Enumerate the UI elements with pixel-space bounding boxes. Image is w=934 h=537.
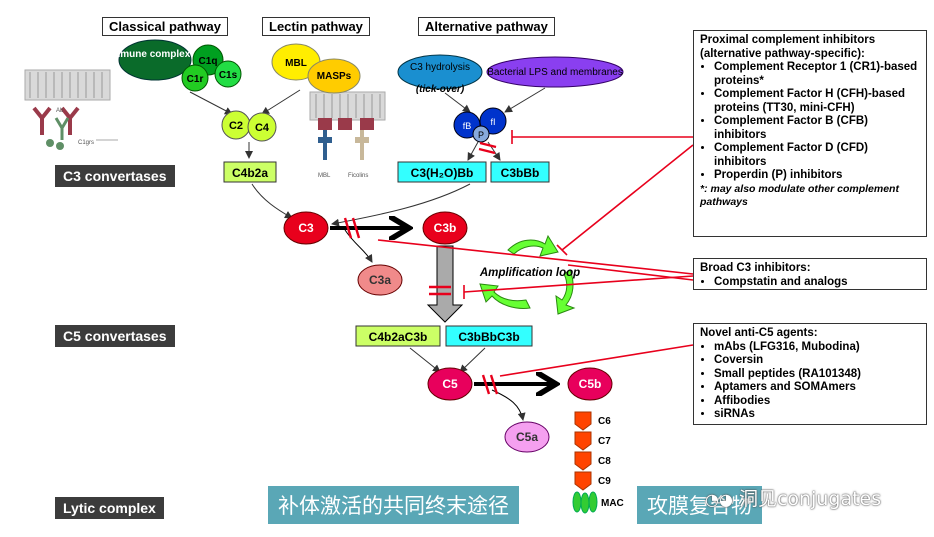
lectin-pathway-title: Lectin pathway — [262, 17, 370, 36]
c3-node — [283, 211, 329, 245]
fi-node — [479, 107, 507, 135]
amplification-loop-text: Amplification loop — [479, 267, 580, 279]
list-item: Small peptides (RA101348) — [714, 368, 920, 382]
classical-pathway-title: Classical pathway — [102, 17, 228, 36]
list-item: Coversin — [714, 354, 920, 368]
alternative-pathway-title: Alternative pathway — [418, 17, 555, 36]
fb-text: fB — [463, 121, 472, 131]
c5b-text: C5b — [579, 377, 602, 391]
terminal-components — [574, 411, 592, 491]
fi-text: fI — [490, 117, 495, 127]
c4b2a-text: C4b2a — [232, 166, 268, 180]
watermark: ◔◕ 洞见conjugates — [705, 484, 881, 511]
c5a-node — [504, 421, 550, 453]
mac-cn-banner: 攻膜复合物 — [637, 486, 762, 524]
common-terminal-banner: 补体激活的共同终末途径 — [268, 486, 519, 524]
bacterial-lps-text: Bacterial LPS and membranes — [487, 67, 623, 78]
c4b2ac3b-text: C4b2aC3b — [369, 330, 428, 344]
proximal-list: Complement Receptor 1 (CR1)-based protei… — [700, 61, 920, 183]
c3bbb-text: C3bBb — [501, 166, 540, 180]
list-item: Complement Factor H (CFH)-based proteins… — [714, 88, 920, 115]
mbl-text: MBL — [285, 58, 307, 69]
c1s-node — [214, 60, 242, 88]
list-item: Affibodies — [714, 395, 920, 409]
list-item: Aptamers and SOMAmers — [714, 381, 920, 395]
lytic-complex-label: Lytic complex — [55, 497, 164, 519]
novel-list: mAbs (LFG316, Mubodina) Coversin Small p… — [700, 341, 920, 422]
masps-node — [307, 58, 361, 94]
c3bbbc3b-text: C3bBbC3b — [458, 330, 519, 344]
c6-text: C6 — [598, 416, 611, 427]
c3b-down-arrow — [426, 245, 464, 323]
c3-convertases-label: C3 convertases — [55, 165, 175, 187]
c5-node — [427, 367, 473, 401]
c3-text: C3 — [298, 221, 314, 235]
c5-text: C5 — [442, 377, 458, 391]
properdin-text: P — [478, 130, 484, 140]
proximal-note: *: may also modulate other complement pa… — [700, 182, 899, 209]
c3-hydrolysis-text: C3 hydrolysis — [410, 62, 470, 73]
masps-text: MASPs — [317, 71, 352, 82]
c7-text: C7 — [598, 436, 611, 447]
tick-over-text: (tick-over) — [416, 84, 465, 95]
mac-icon — [572, 491, 598, 514]
c3b-node — [422, 211, 468, 245]
c1q-text: C1q — [199, 56, 218, 67]
c1grs-label: C1grs — [78, 140, 94, 146]
c3b-text: C3b — [434, 221, 457, 235]
mbl-small-label: MBL — [318, 173, 331, 179]
c8-text: C8 — [598, 456, 611, 467]
immune-complexes-text: Immune complexes — [109, 49, 202, 60]
block-marks — [343, 141, 499, 395]
mac-text: MAC — [601, 498, 624, 509]
c9-text: C9 — [598, 476, 611, 487]
c5b-node — [567, 367, 613, 401]
c3-hydrolysis-node — [397, 54, 483, 90]
wechat-icon: ◔◕ — [705, 490, 733, 509]
broad-list: Compstatin and analogs — [700, 276, 920, 290]
proximal-title: Proximal complement inhibitors (alternat… — [700, 34, 876, 60]
lectin-illustration: MBL Ficolins — [309, 91, 386, 179]
broad-c3-inhibitors-box: Broad C3 inhibitors: Compstatin and anal… — [693, 258, 927, 290]
ficolins-label: Ficolins — [348, 173, 368, 179]
list-item: Complement Factor B (CFB) inhibitors — [714, 115, 920, 142]
watermark-text: 洞见conjugates — [738, 488, 882, 510]
list-item: Complement Receptor 1 (CR1)-based protei… — [714, 61, 920, 88]
c1s-text: C1s — [219, 70, 238, 81]
novel-title: Novel anti-C5 agents: — [700, 327, 818, 339]
c3a-node — [357, 264, 403, 296]
c4-text: C4 — [255, 122, 270, 134]
proximal-inhibitors-box: Proximal complement inhibitors (alternat… — [693, 30, 927, 237]
c1r-node — [181, 64, 209, 92]
properdin-node — [472, 125, 490, 143]
novel-anti-c5-box: Novel anti-C5 agents: mAbs (LFG316, Mubo… — [693, 323, 927, 425]
antibody-illustration: Ab C1grs — [24, 69, 118, 150]
immune-complexes-node — [118, 39, 192, 81]
list-item: mAbs (LFG316, Mubodina) — [714, 341, 920, 355]
c2-text: C2 — [229, 120, 243, 132]
c3bbb-box — [490, 161, 550, 183]
list-item: siRNAs — [714, 408, 920, 422]
c3h2obb-text: C3(H₂O)Bb — [411, 166, 474, 180]
c4b2ac3b-box — [355, 325, 441, 347]
inhibition-lines — [377, 130, 694, 377]
c1r-text: C1r — [187, 74, 204, 85]
c5-convertases-label: C5 convertases — [55, 325, 175, 347]
list-item: Compstatin and analogs — [714, 276, 920, 290]
c5a-text: C5a — [516, 430, 538, 444]
list-item: Complement Factor D (CFD) inhibitors — [714, 142, 920, 169]
c3h2obb-box — [397, 161, 487, 183]
broad-title: Broad C3 inhibitors: — [700, 262, 811, 274]
c3a-text: C3a — [369, 273, 391, 287]
list-item: Properdin (P) inhibitors — [714, 169, 920, 183]
c4b2a-box — [223, 161, 277, 183]
c4-node — [247, 112, 277, 142]
ab-label: Ab — [56, 108, 64, 114]
c3bbbc3b-box — [445, 325, 533, 347]
bacterial-lps-node — [486, 56, 624, 88]
